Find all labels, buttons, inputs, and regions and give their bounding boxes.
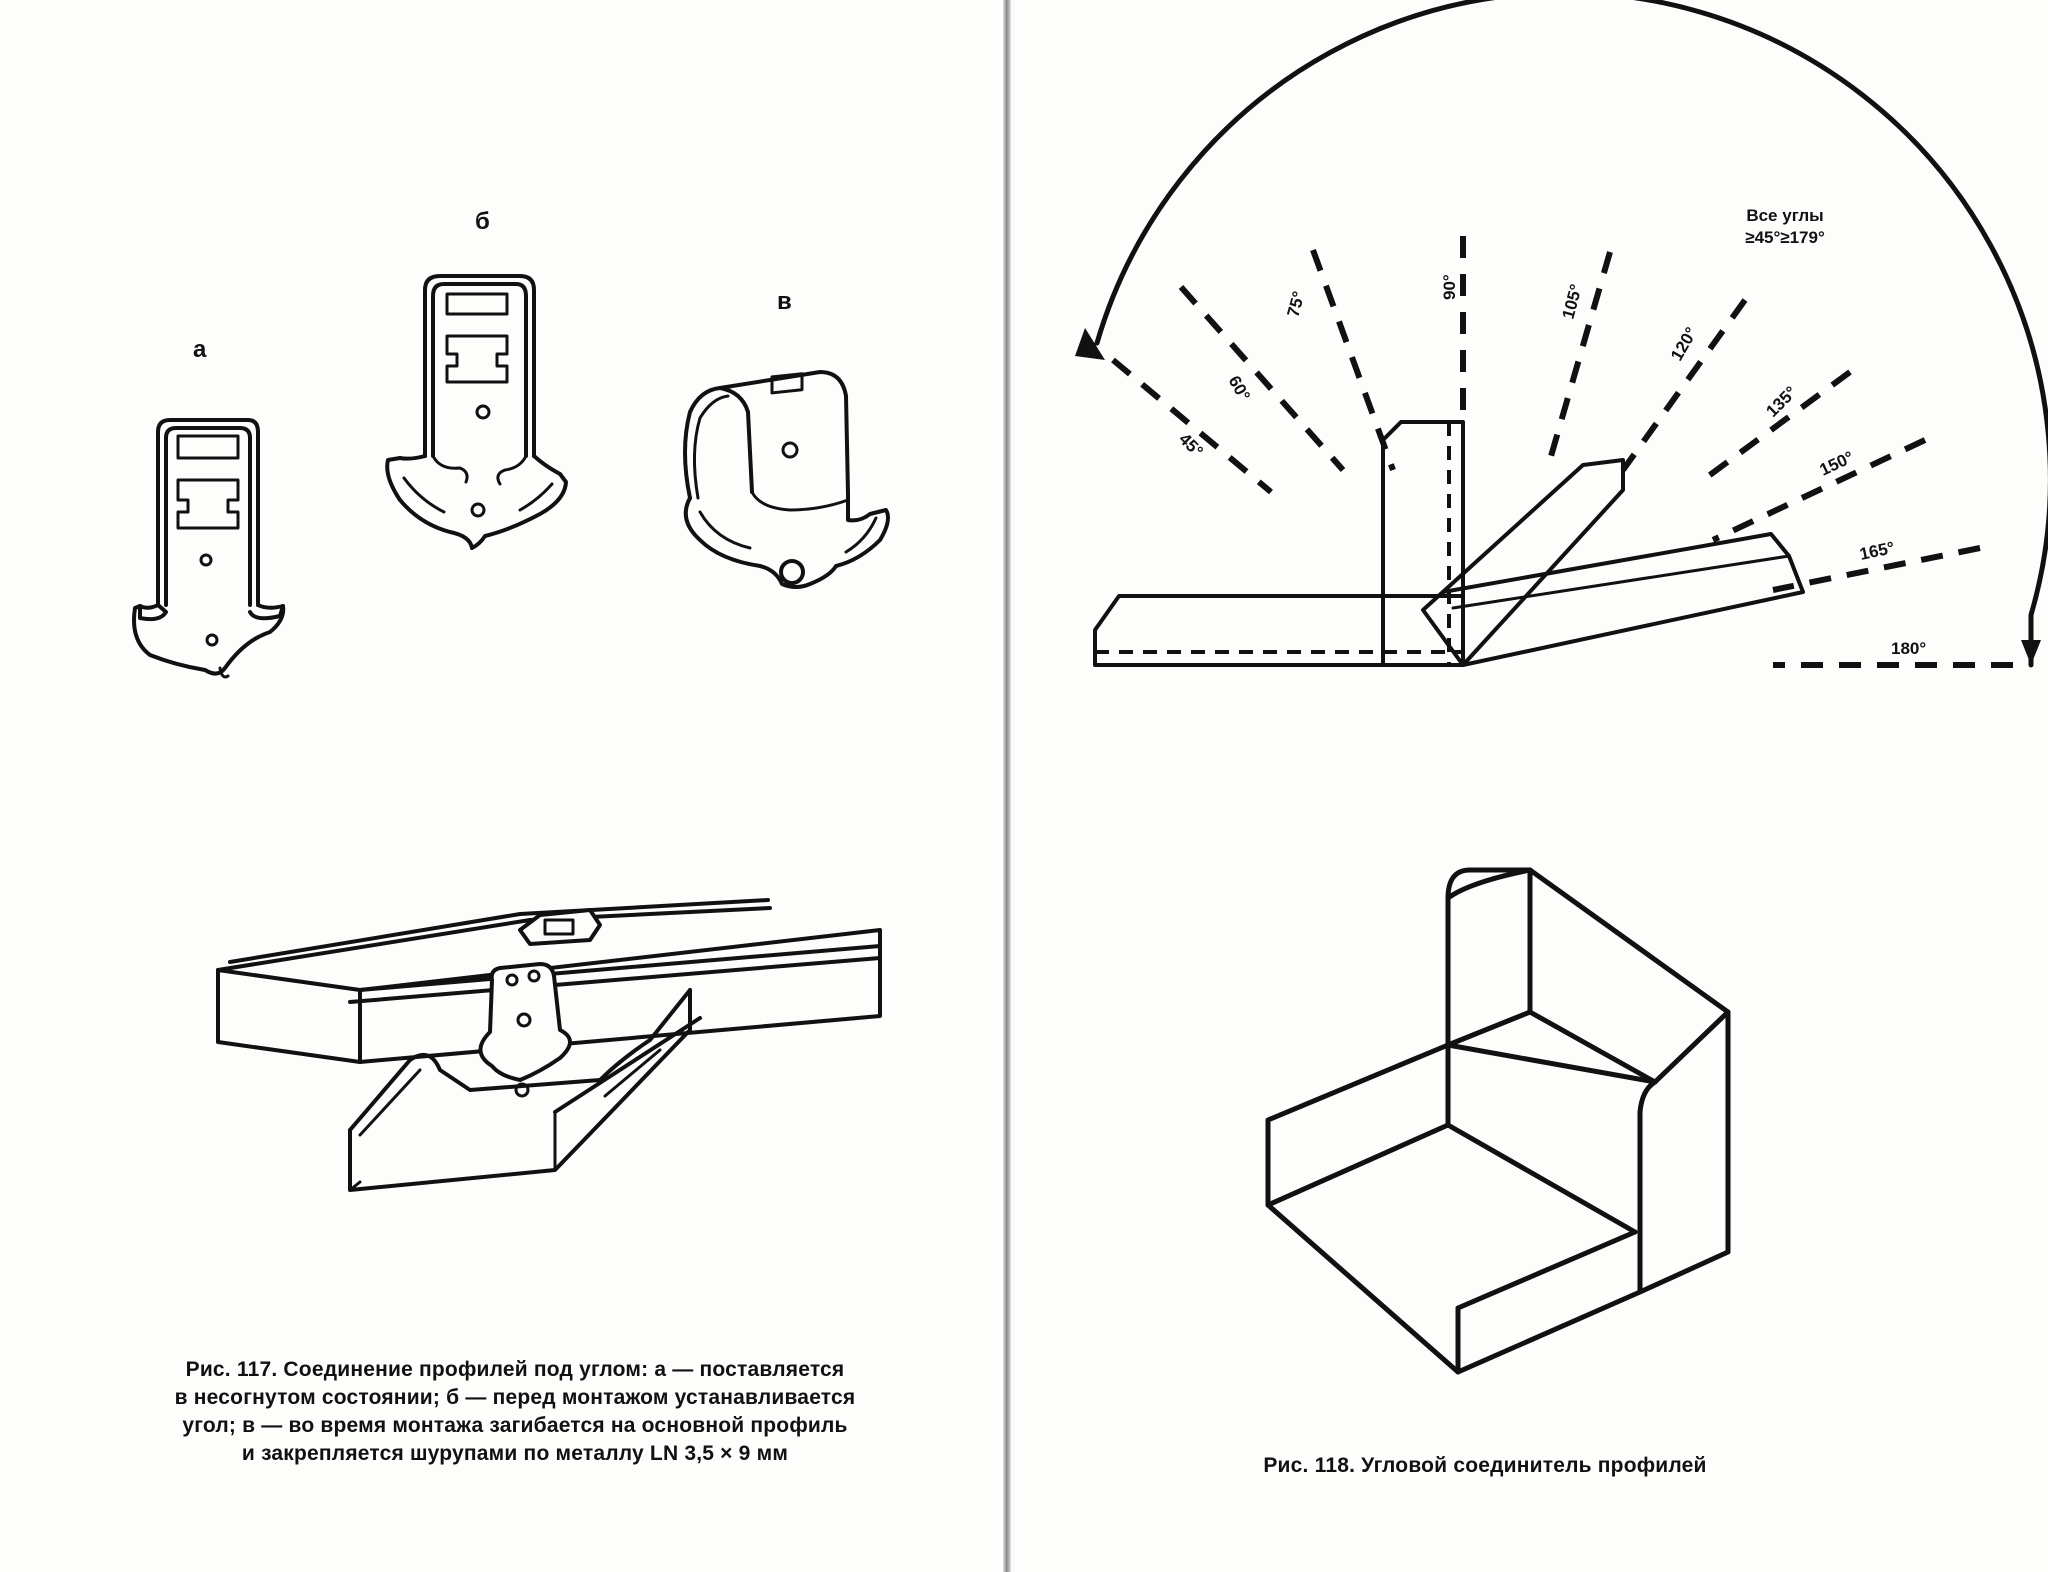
bracket-a-drawing [132, 418, 286, 679]
label-v: в [777, 288, 792, 315]
corner-connector-drawing [1265, 867, 1731, 1375]
angle-note-line-2: ≥45°≥179° [1745, 228, 1825, 247]
caption-line-4: и закрепляется шурупами по металлу LN 3,… [241, 1442, 789, 1465]
right-page: Все углы ≥45°≥179° [1015, 0, 2048, 1572]
bracket-b-drawing [385, 274, 568, 550]
left-page: а б в [0, 0, 1005, 1572]
figure-118-caption: Рис. 118. Угловой соединитель профилей [1263, 1454, 1707, 1477]
profile-assembly-drawing [216, 898, 882, 1192]
angle-protractor-diagram: 45° 60° 75° 90° 105° 120° 135° 150° 165°… [1075, 0, 2048, 668]
caption-line-1: Рис. 117. Соединение профилей под углом:… [185, 1358, 845, 1381]
bracket-v-drawing [683, 370, 890, 589]
figure-117-caption: Рис. 117. Соединение профилей под углом:… [100, 1356, 930, 1468]
angle-note-line-1: Все углы [1746, 206, 1824, 225]
angle-range-note: Все углы ≥45°≥179° [1705, 205, 1865, 249]
mark-90: 90° [1440, 274, 1459, 300]
caption-line-2: в несогнутом состоянии; б — перед монтаж… [174, 1386, 856, 1409]
label-a: а [193, 336, 207, 363]
book-spine [1003, 0, 1011, 1572]
mark-180: 180° [1891, 639, 1926, 658]
caption-line-3: угол; в — во время монтажа загибается на… [182, 1414, 848, 1437]
label-b: б [475, 208, 490, 235]
